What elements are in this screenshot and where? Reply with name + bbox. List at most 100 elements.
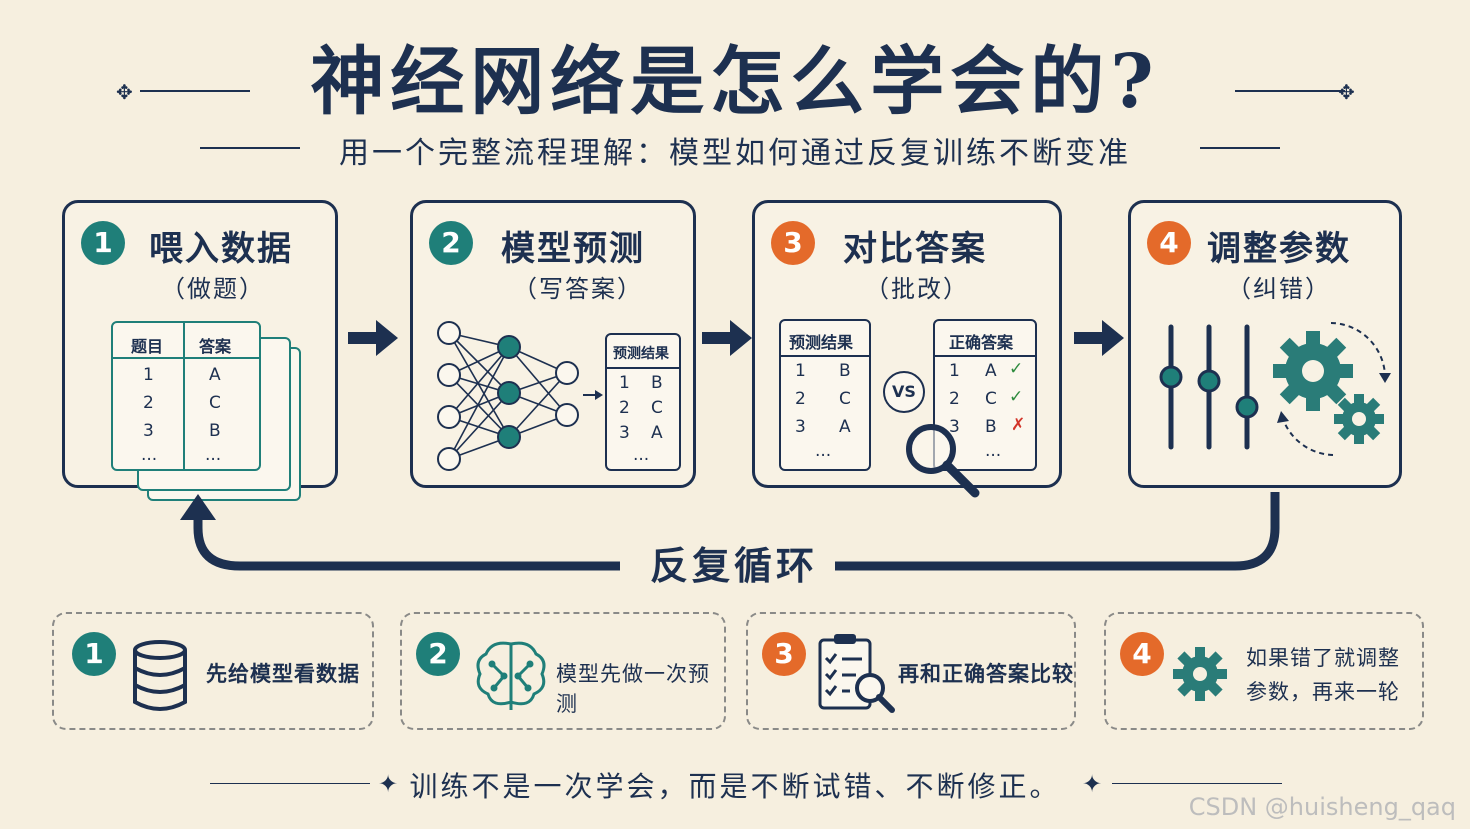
summary-card-1: 1 先给模型看数据 — [52, 612, 374, 730]
step-4-title: 调整参数 — [1207, 229, 1351, 269]
step-1-card: 1 喂入数据 （做题） 题目 答案 1 A 2 C 3 B ... ... — [62, 200, 338, 501]
step-1-title: 喂入数据 — [149, 229, 293, 269]
step-4-badge: 4 — [1147, 221, 1191, 265]
prediction-cell: 3 — [619, 423, 630, 443]
brain-icon — [476, 641, 546, 710]
check-icon: ✓ — [1009, 387, 1024, 407]
prediction-table: 预测结果 1 B 2 C 3 A ... — [605, 333, 681, 471]
sparkle-left-icon: ✦ — [378, 770, 399, 798]
ornament-left-icon: ✥ — [116, 80, 133, 104]
step-4-subtitle: （纠错） — [1227, 275, 1331, 303]
footer-divider-right — [1112, 783, 1282, 784]
truth-cell: B — [985, 417, 997, 437]
predicted-cell: A — [839, 417, 851, 437]
truth-cell: A — [985, 361, 997, 381]
vs-badge: VS — [883, 371, 925, 413]
checklist-search-icon — [818, 634, 895, 713]
predicted-cell: C — [839, 389, 851, 409]
prediction-header: 预测结果 — [613, 346, 669, 362]
step-1-badge: 1 — [81, 221, 125, 265]
table-cell: C — [209, 393, 221, 413]
truth-cell: C — [985, 389, 997, 409]
truth-cell: 3 — [949, 417, 960, 437]
title-divider-left — [140, 90, 250, 92]
step-3-badge: 3 — [771, 221, 815, 265]
prediction-cell: 1 — [619, 373, 630, 393]
prediction-cell: 2 — [619, 398, 630, 418]
cross-icon: ✗ — [1011, 415, 1026, 435]
data-table: 题目 答案 1 A 2 C 3 B ... ... — [111, 321, 261, 471]
table-cell: ... — [141, 445, 158, 465]
subtitle-divider-right — [1200, 147, 1280, 149]
summary-2-badge: 2 — [416, 632, 460, 676]
prediction-cell: ... — [633, 445, 650, 465]
footer-text: 训练不是一次学会，而是不断试错、不断修正。 — [409, 770, 1061, 803]
summary-4-text-line1: 如果错了就调整 — [1246, 646, 1400, 670]
slider-controls-icon — [1159, 324, 1259, 450]
prediction-cell: A — [651, 423, 663, 443]
watermark: CSDN @huisheng_qaq — [1188, 793, 1456, 821]
arrow-right-icon — [702, 320, 752, 356]
loop-arrow — [180, 492, 1280, 571]
prediction-cell: C — [651, 398, 663, 418]
page-title: 神经网络是怎么学会的? — [310, 39, 1160, 125]
predicted-cell: B — [839, 361, 851, 381]
step-3-title: 对比答案 — [843, 229, 987, 269]
arrow-right-icon — [348, 320, 398, 356]
summary-card-4: 4 如果错了就调整 参数，再来一轮 — [1104, 612, 1424, 730]
table-cell: B — [209, 421, 221, 441]
table-cell: 3 — [143, 421, 154, 441]
prediction-header-line — [607, 367, 679, 369]
table-header-answer: 答案 — [199, 337, 232, 356]
summary-card-3: 3 再和正确答案比较 — [746, 612, 1076, 730]
truth-header: 正确答案 — [949, 333, 1014, 352]
gears-icon — [1273, 322, 1391, 456]
predicted-cell: ... — [815, 441, 832, 461]
predicted-table: 预测结果 1 B 2 C 3 A ... — [779, 319, 871, 471]
table-cell: 2 — [143, 393, 154, 413]
step-3-subtitle: （批改） — [865, 275, 969, 303]
title-divider-right — [1235, 90, 1345, 92]
summary-3-badge: 3 — [762, 632, 806, 676]
summary-4-badge: 4 — [1120, 632, 1164, 676]
prediction-cell: B — [651, 373, 663, 393]
table-cell: A — [209, 365, 221, 385]
loop-label: 反复循环 — [650, 543, 819, 588]
step-2-card: 2 模型预测 （写答案） 预测结果 1 B 2 C 3 A ... — [410, 200, 696, 488]
table-cell: ... — [205, 445, 222, 465]
truth-cell: 2 — [949, 389, 960, 409]
step-3-card: 3 对比答案 （批改） 预测结果 1 B 2 C 3 A ... VS 正确答案… — [752, 200, 1062, 498]
step-1-subtitle: （做题） — [161, 275, 265, 303]
subtitle: 用一个完整流程理解：模型如何通过反复训练不断变准 — [339, 136, 1131, 171]
ornament-right-icon: ✥ — [1338, 80, 1355, 104]
table-cell: 1 — [143, 365, 154, 385]
predicted-header: 预测结果 — [789, 333, 854, 352]
footer-divider-left — [210, 783, 370, 784]
subtitle-divider-left — [200, 147, 300, 149]
summary-card-2: 2 模型先做一次预测 — [400, 612, 726, 730]
gear-icon — [1173, 647, 1227, 701]
step-2-title: 模型预测 — [501, 229, 645, 269]
table-divider — [183, 323, 185, 469]
table-header-question: 题目 — [131, 337, 164, 356]
predicted-cell: 2 — [795, 389, 806, 409]
predicted-header-line — [781, 355, 869, 357]
summary-2-text: 模型先做一次预测 — [556, 662, 710, 716]
database-icon — [133, 640, 187, 711]
summary-1-badge: 1 — [72, 632, 116, 676]
arrow-right-icon — [1074, 320, 1124, 356]
sparkle-right-icon: ✦ — [1082, 770, 1103, 798]
truth-cell: ... — [985, 441, 1002, 461]
step-2-badge: 2 — [429, 221, 473, 265]
neural-network-icon — [437, 321, 603, 471]
step-2-subtitle: （写答案） — [513, 275, 643, 303]
magnifier-icon — [906, 424, 980, 498]
predicted-cell: 3 — [795, 417, 806, 437]
truth-cell: 1 — [949, 361, 960, 381]
summary-3-text: 再和正确答案比较 — [898, 661, 1074, 686]
truth-header-line — [935, 355, 1035, 357]
step-4-card: 4 调整参数 （纠错） — [1128, 200, 1402, 488]
predicted-cell: 1 — [795, 361, 806, 381]
table-header-line — [113, 357, 259, 359]
summary-1-text: 先给模型看数据 — [206, 661, 360, 686]
